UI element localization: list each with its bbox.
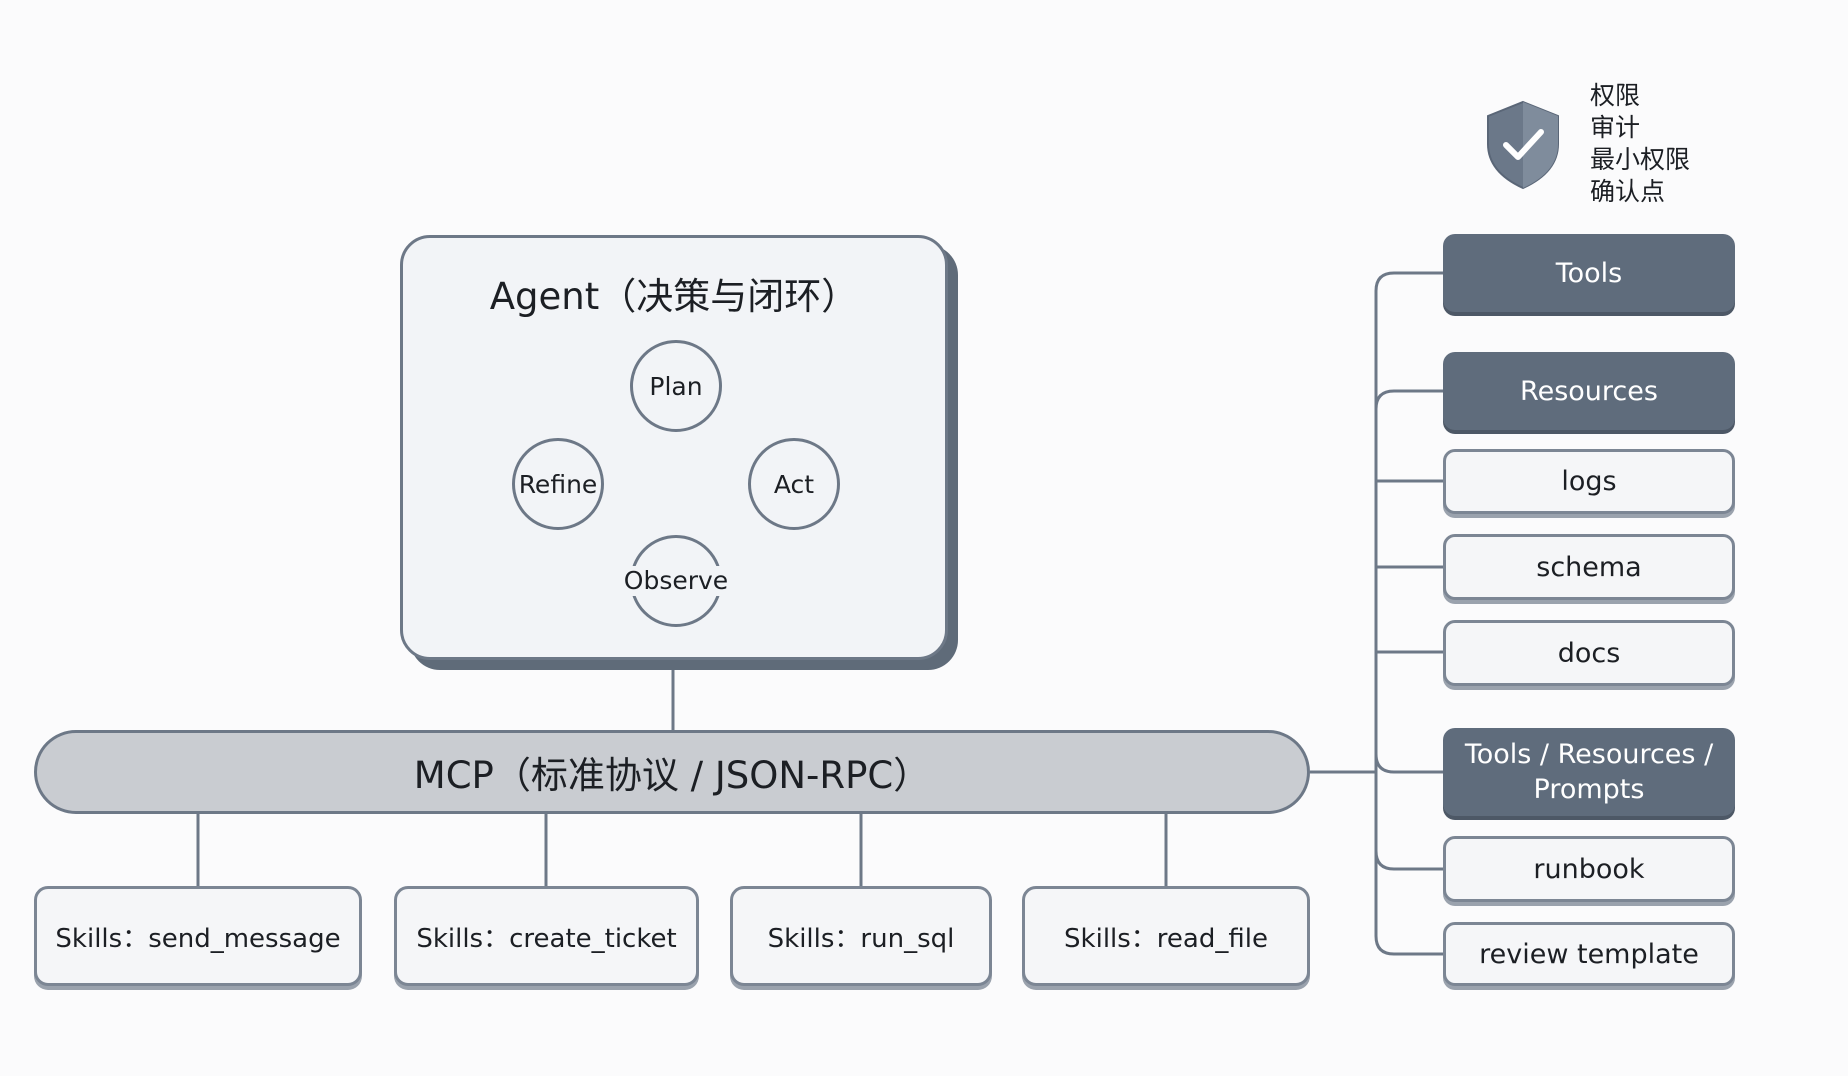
side-branch-resources: [1374, 389, 1443, 410]
shield-check-icon: [1487, 100, 1559, 190]
security-item: 最小权限: [1590, 145, 1691, 174]
agent-title: Agent（决策与闭环）: [489, 275, 859, 318]
cycle-node-refine: Refine: [512, 438, 604, 530]
cycle-label-observe: Observe: [608, 566, 744, 596]
side-review-template: review template: [1443, 922, 1735, 986]
cycle-node-act: Act: [748, 438, 840, 530]
security-item: 确认点: [1590, 177, 1666, 206]
security-item: 审计: [1590, 113, 1641, 142]
side-tree-trunk: [1374, 271, 1443, 956]
cycle-node-plan: Plan: [630, 340, 722, 432]
skill-send-message: Skills：send_message: [34, 886, 362, 986]
side-runbook: runbook: [1443, 836, 1735, 902]
side-tools-resources-prompts: Tools / Resources / Prompts: [1443, 728, 1735, 816]
security-list: 权限 审计 最小权限 确认点: [1590, 80, 1690, 208]
skill-run-sql: Skills：run_sql: [730, 886, 992, 986]
side-branch-trp: [1374, 753, 1443, 774]
security-item: 权限: [1590, 81, 1641, 110]
side-logs: logs: [1443, 449, 1735, 514]
side-resources: Resources: [1443, 352, 1735, 430]
skill-create-ticket: Skills：create_ticket: [394, 886, 699, 986]
skill-read-file: Skills：read_file: [1022, 886, 1310, 986]
side-tools: Tools: [1443, 234, 1735, 312]
side-branch-runbook: [1374, 850, 1443, 871]
side-schema: schema: [1443, 534, 1735, 600]
mcp-protocol-bar: MCP（标准协议 / JSON-RPC）: [34, 730, 1310, 814]
agent-box: Agent（决策与闭环） Plan Act Refine Observe: [400, 235, 948, 660]
side-docs: docs: [1443, 620, 1735, 686]
